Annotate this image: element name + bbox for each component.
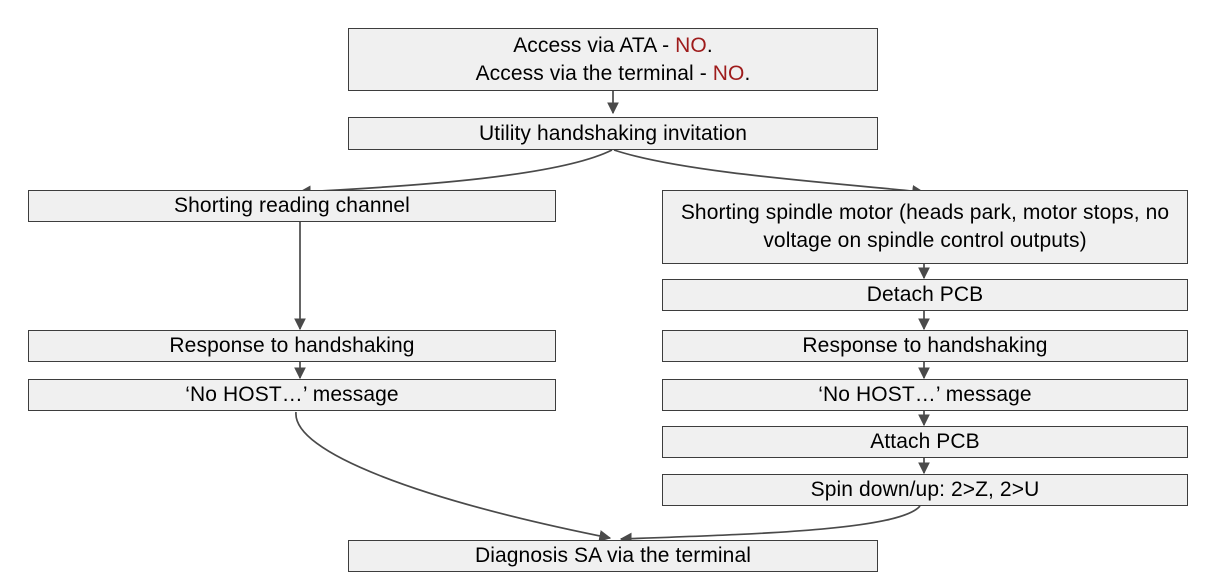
node-detach-pcb[interactable]: Detach PCB — [662, 279, 1188, 311]
node-utility-handshaking-invitation[interactable]: Utility handshaking invitation — [348, 117, 878, 150]
node-spin-down-up-text: Spin down/up: 2>Z, 2>U — [810, 478, 1040, 502]
node-shorting-spindle-motor-text: Shorting spindle motor (heads park, moto… — [680, 201, 1170, 252]
node-diagnosis-sa-via-terminal[interactable]: Diagnosis SA via the terminal — [348, 540, 878, 572]
node-right-no-host-message-text: ‘No HOST…’ message — [818, 383, 1032, 407]
edge-spin-to-diagnosis — [619, 505, 921, 545]
node-left-response-to-handshaking-text: Response to handshaking — [169, 334, 415, 358]
node-shorting-spindle-motor[interactable]: Shorting spindle motor (heads park, moto… — [662, 190, 1188, 264]
node-right-response-to-handshaking[interactable]: Response to handshaking — [662, 330, 1188, 362]
node-left-no-host-message[interactable]: ‘No HOST…’ message — [28, 379, 556, 411]
edge-left-no-host-to-diagnosis — [295, 411, 612, 542]
node-shorting-reading-channel[interactable]: Shorting reading channel — [28, 190, 556, 222]
node-diagnosis-sa-via-terminal-text: Diagnosis SA via the terminal — [474, 544, 752, 568]
node-attach-pcb[interactable]: Attach PCB — [662, 426, 1188, 458]
node-attach-pcb-text: Attach PCB — [870, 430, 980, 454]
node-spin-down-up[interactable]: Spin down/up: 2>Z, 2>U — [662, 474, 1188, 506]
node-access-check-text: Access via ATA - NO.Access via the termi… — [475, 33, 751, 85]
node-utility-handshaking-invitation-text: Utility handshaking invitation — [479, 121, 747, 145]
node-shorting-reading-channel-text: Shorting reading channel — [174, 194, 410, 218]
node-right-no-host-message[interactable]: ‘No HOST…’ message — [662, 379, 1188, 411]
edge-utility-to-shorting-spindle-motor — [613, 149, 925, 197]
node-left-response-to-handshaking[interactable]: Response to handshaking — [28, 330, 556, 362]
node-access-check[interactable]: Access via ATA - NO.Access via the termi… — [348, 28, 878, 91]
node-right-response-to-handshaking-text: Response to handshaking — [802, 334, 1048, 358]
node-left-no-host-message-text: ‘No HOST…’ message — [185, 383, 399, 407]
edge-utility-to-shorting-reading-channel — [298, 149, 613, 198]
node-detach-pcb-text: Detach PCB — [866, 283, 984, 307]
